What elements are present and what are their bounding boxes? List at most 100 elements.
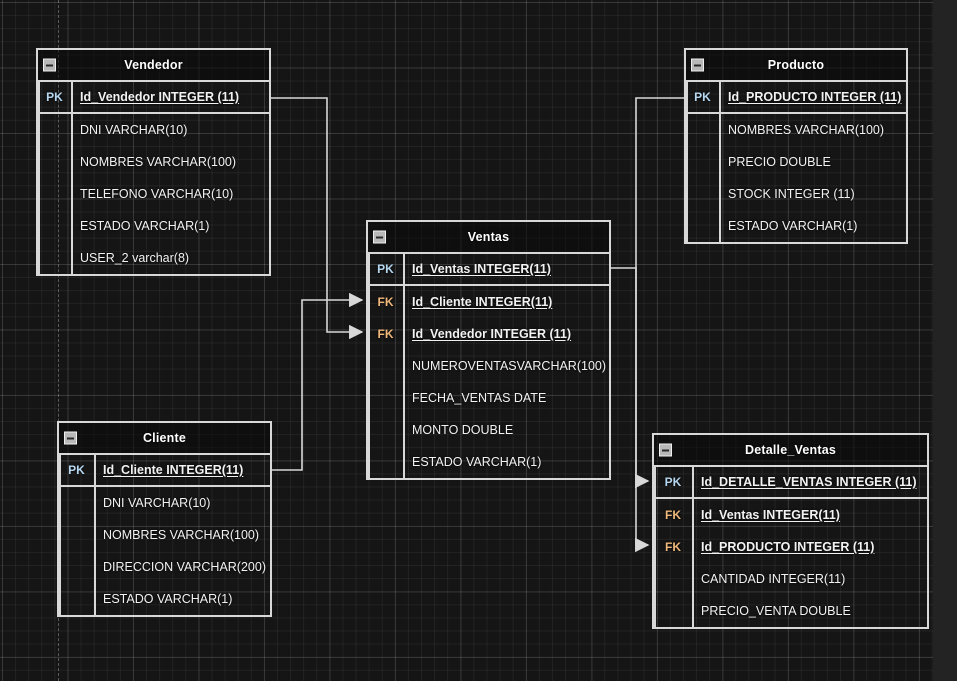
attribute-row[interactable]: NOMBRES VARCHAR(100) [38, 146, 269, 178]
entity-attribute-list: PK Id_DETALLE_VENTAS INTEGER (11) FK Id_Ven… [654, 467, 927, 627]
attribute-row[interactable]: FK Id_Vendedor INTEGER (11) [368, 318, 609, 350]
attribute-row[interactable]: PK Id_Cliente INTEGER(11) [59, 455, 270, 487]
attribute-name: FECHA_VENTAS DATE [412, 391, 547, 405]
relationship-ventas-detalle [611, 267, 650, 489]
attribute-row[interactable]: STOCK INTEGER (11) [686, 178, 906, 210]
minimize-box-icon[interactable] [373, 230, 386, 244]
attribute-key-badge-fk: FK [665, 540, 681, 554]
entity-attribute-list: PK Id_PRODUCTO INTEGER (11) NOMBRES VARCHA… [686, 82, 906, 242]
minimize-box-icon[interactable] [691, 58, 704, 72]
attribute-name: Id_Vendedor INTEGER (11) [412, 327, 572, 341]
entity-title: Detalle_Ventas [744, 443, 837, 457]
attribute-row[interactable]: ESTADO VARCHAR(1) [686, 210, 906, 242]
attribute-key-badge-fk: FK [665, 508, 681, 522]
attribute-name: Id_Cliente INTEGER(11) [103, 463, 244, 477]
minimize-box-icon[interactable] [43, 58, 56, 72]
attribute-name: CANTIDAD INTEGER(11) [701, 572, 846, 586]
attribute-name: NOMBRES VARCHAR(100) [103, 528, 260, 542]
attribute-name: TELEFONO VARCHAR(10) [80, 187, 234, 201]
entity-header-vendedor[interactable]: Vendedor [38, 50, 269, 82]
attribute-name: Id_Ventas INTEGER(11) [412, 262, 551, 276]
attribute-row[interactable]: ESTADO VARCHAR(1) [368, 446, 609, 478]
attribute-name: Id_DETALLE_VENTAS INTEGER (11) [701, 475, 917, 489]
attribute-key-badge-pk: PK [68, 463, 85, 477]
attribute-row[interactable]: PK Id_Ventas INTEGER(11) [368, 254, 609, 286]
key-column-divider [719, 82, 721, 242]
entity-header-detalle_ventas[interactable]: Detalle_Ventas [654, 435, 927, 467]
attribute-name: DNI VARCHAR(10) [103, 496, 211, 510]
minimize-box-icon[interactable] [659, 443, 672, 457]
page-boundary-guide [58, 0, 59, 681]
relationship-vendedor-ventas [271, 97, 364, 340]
attribute-name: DNI VARCHAR(10) [80, 123, 188, 137]
entity-attribute-list: PK Id_Cliente INTEGER(11) DNI VARCHAR(10) N… [59, 455, 270, 615]
attribute-key-badge-pk: PK [377, 262, 394, 276]
attribute-row[interactable]: TELEFONO VARCHAR(10) [38, 178, 269, 210]
attribute-name: Id_Ventas INTEGER(11) [701, 508, 840, 522]
attribute-row[interactable]: PK Id_Vendedor INTEGER (11) [38, 82, 269, 114]
attribute-name: Id_Cliente INTEGER(11) [412, 295, 553, 309]
attribute-key-badge-pk: PK [46, 90, 63, 104]
entity-attribute-list: PK Id_Vendedor INTEGER (11) DNI VARCHAR(10… [38, 82, 269, 274]
attribute-row[interactable]: NOMBRES VARCHAR(100) [686, 114, 906, 146]
attribute-key-badge-fk: FK [377, 327, 394, 341]
minimize-box-icon[interactable] [64, 431, 77, 445]
attribute-row[interactable]: PK Id_PRODUCTO INTEGER (11) [686, 82, 906, 114]
attribute-row[interactable]: PRECIO DOUBLE [686, 146, 906, 178]
attribute-row[interactable]: DNI VARCHAR(10) [59, 487, 270, 519]
attribute-row[interactable]: PRECIO_VENTA DOUBLE [654, 595, 927, 627]
attribute-row[interactable]: NUMEROVENTASVARCHAR(100) [368, 350, 609, 382]
attribute-row[interactable]: FK Id_Ventas INTEGER(11) [654, 499, 927, 531]
attribute-name: PRECIO DOUBLE [728, 155, 831, 169]
canvas-right-gutter [933, 0, 957, 681]
entity-header-ventas[interactable]: Ventas [368, 222, 609, 254]
attribute-name: ESTADO VARCHAR(1) [728, 219, 858, 233]
attribute-row[interactable]: CANTIDAD INTEGER(11) [654, 563, 927, 595]
key-column-divider [403, 254, 405, 478]
entity-header-producto[interactable]: Producto [686, 50, 906, 82]
attribute-name: ESTADO VARCHAR(1) [412, 455, 542, 469]
attribute-name: PRECIO_VENTA DOUBLE [701, 604, 851, 618]
attribute-row[interactable]: FK Id_PRODUCTO INTEGER (11) [654, 531, 927, 563]
attribute-name: ESTADO VARCHAR(1) [80, 219, 210, 233]
attribute-row[interactable]: DNI VARCHAR(10) [38, 114, 269, 146]
attribute-row[interactable]: NOMBRES VARCHAR(100) [59, 519, 270, 551]
key-column-divider [94, 455, 96, 615]
attribute-name: Id_PRODUCTO INTEGER (11) [701, 540, 875, 554]
attribute-name: NUMEROVENTASVARCHAR(100) [412, 359, 607, 373]
entity-title: Producto [767, 58, 825, 72]
attribute-row[interactable]: ESTADO VARCHAR(1) [38, 210, 269, 242]
key-column-divider [692, 467, 694, 627]
attribute-name: Id_PRODUCTO INTEGER (11) [728, 90, 902, 104]
attribute-row[interactable]: PK Id_DETALLE_VENTAS INTEGER (11) [654, 467, 927, 499]
attribute-key-badge-pk: PK [694, 90, 711, 104]
entity-title: Ventas [467, 230, 510, 244]
attribute-row[interactable]: FK Id_Cliente INTEGER(11) [368, 286, 609, 318]
attribute-name: Id_Vendedor INTEGER (11) [80, 90, 240, 104]
key-column-divider [71, 82, 73, 274]
attribute-key-badge-pk: PK [664, 475, 682, 489]
attribute-name: USER_2 varchar(8) [80, 251, 190, 265]
attribute-name: STOCK INTEGER (11) [728, 187, 855, 201]
attribute-row[interactable]: ESTADO VARCHAR(1) [59, 583, 270, 615]
attribute-row[interactable]: FECHA_VENTAS DATE [368, 382, 609, 414]
attribute-name: ESTADO VARCHAR(1) [103, 592, 233, 606]
attribute-name: NOMBRES VARCHAR(100) [80, 155, 237, 169]
attribute-name: MONTO DOUBLE [412, 423, 514, 437]
entity-header-cliente[interactable]: Cliente [59, 423, 270, 455]
attribute-row[interactable]: MONTO DOUBLE [368, 414, 609, 446]
attribute-row[interactable]: USER_2 varchar(8) [38, 242, 269, 274]
attribute-name: DIRECCION VARCHAR(200) [103, 560, 266, 574]
entity-title: Cliente [142, 431, 187, 445]
entity-attribute-list: PK Id_Ventas INTEGER(11) FK Id_Cliente INTE… [368, 254, 609, 478]
attribute-key-badge-fk: FK [377, 295, 394, 309]
attribute-name: NOMBRES VARCHAR(100) [728, 123, 885, 137]
attribute-row[interactable]: DIRECCION VARCHAR(200) [59, 551, 270, 583]
